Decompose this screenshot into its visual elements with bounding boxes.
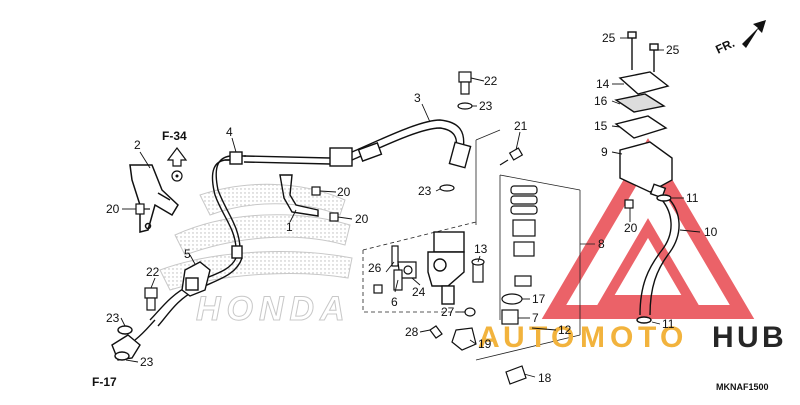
callout-10: 10 xyxy=(704,225,718,239)
lower-banjo xyxy=(111,319,156,361)
wm-letter-T2: T xyxy=(638,321,656,354)
callout-20-d: 20 xyxy=(624,221,638,235)
part-3-hose xyxy=(243,119,472,169)
wm-letter-A1: A xyxy=(478,321,500,354)
callout-23-d: 23 xyxy=(140,355,154,369)
callout-20-c: 20 xyxy=(355,212,369,226)
callout-22-b: 22 xyxy=(146,265,160,279)
callout-11-b: 11 xyxy=(662,317,675,331)
part-10-hose xyxy=(636,194,680,324)
assembly-boundaries xyxy=(362,129,595,361)
callout-23-b: 23 xyxy=(418,184,432,198)
f34-reference: F-34 xyxy=(162,129,188,182)
part-20-bolt-d xyxy=(624,199,634,209)
callout-14: 14 xyxy=(596,77,610,91)
callout-20-a: 20 xyxy=(106,202,120,216)
wm-letter-O2: O xyxy=(610,321,633,354)
callout-16: 16 xyxy=(594,94,608,108)
watermark-logo xyxy=(541,138,755,319)
callout-2: 2 xyxy=(134,138,141,152)
callout-12: 12 xyxy=(558,323,572,337)
piston-stack xyxy=(501,185,538,325)
wm-letter-T1: T xyxy=(529,321,547,354)
callout-25-a: 25 xyxy=(602,31,616,45)
honda-logo-text: HONDA xyxy=(196,290,351,328)
wm-letter-O1: O xyxy=(551,321,574,354)
callout-19: 19 xyxy=(478,337,492,351)
watermark-text: A U T O M O T O H U B xyxy=(478,321,784,354)
callout-numbers: 2 20 4 3 22 23 21 23 20 20 1 5 22 23 23 … xyxy=(106,31,718,385)
callout-17: 17 xyxy=(532,292,546,306)
callout-5: 5 xyxy=(184,247,191,261)
part-2-bracket xyxy=(129,164,179,233)
callout-4: 4 xyxy=(226,125,233,139)
callout-23-c: 23 xyxy=(106,311,120,325)
leader-lines xyxy=(120,37,701,378)
reservoir-assembly xyxy=(614,31,673,199)
callout-13: 13 xyxy=(474,242,488,256)
wm-letter-U1: U xyxy=(503,321,525,354)
part-1-guide xyxy=(279,174,319,217)
master-cylinder-body xyxy=(427,231,465,305)
wm-letter-M: M xyxy=(580,321,605,354)
wm-letter-O3: O xyxy=(660,321,683,354)
callout-1: 1 xyxy=(286,220,293,234)
diagram-code: MKNAF1500 xyxy=(716,382,769,392)
callout-3: 3 xyxy=(414,91,421,105)
wm-letter-H: H xyxy=(712,321,734,354)
callout-23-a: 23 xyxy=(479,99,493,113)
callout-22-a: 22 xyxy=(484,74,498,88)
part-20-bolt-a xyxy=(135,203,150,215)
front-label: FR. xyxy=(713,36,736,57)
callout-24: 24 xyxy=(412,285,426,299)
callout-9: 9 xyxy=(601,145,608,159)
callout-20-b: 20 xyxy=(337,185,351,199)
wm-letter-U2: U xyxy=(737,321,759,354)
callout-11-a: 11 xyxy=(686,191,699,205)
callout-8: 8 xyxy=(598,237,605,251)
f34-label: F-34 xyxy=(162,129,187,143)
callout-25-b: 25 xyxy=(666,43,680,57)
front-direction-arrow: FR. xyxy=(713,20,766,57)
callout-7: 7 xyxy=(532,311,539,325)
part-22-bolt-a xyxy=(439,71,473,192)
callout-6: 6 xyxy=(391,295,398,309)
callout-18: 18 xyxy=(538,371,552,385)
callout-15: 15 xyxy=(594,119,608,133)
callout-26: 26 xyxy=(368,261,382,275)
wm-letter-B: B xyxy=(762,321,784,354)
f17-label: F-17 xyxy=(92,375,117,389)
callout-27: 27 xyxy=(441,305,455,319)
part-21-bolt xyxy=(499,147,524,166)
callout-28: 28 xyxy=(405,325,419,339)
part-22-bolt-b xyxy=(144,287,158,311)
part-5-clamp xyxy=(181,261,211,297)
callout-21: 21 xyxy=(514,119,528,133)
